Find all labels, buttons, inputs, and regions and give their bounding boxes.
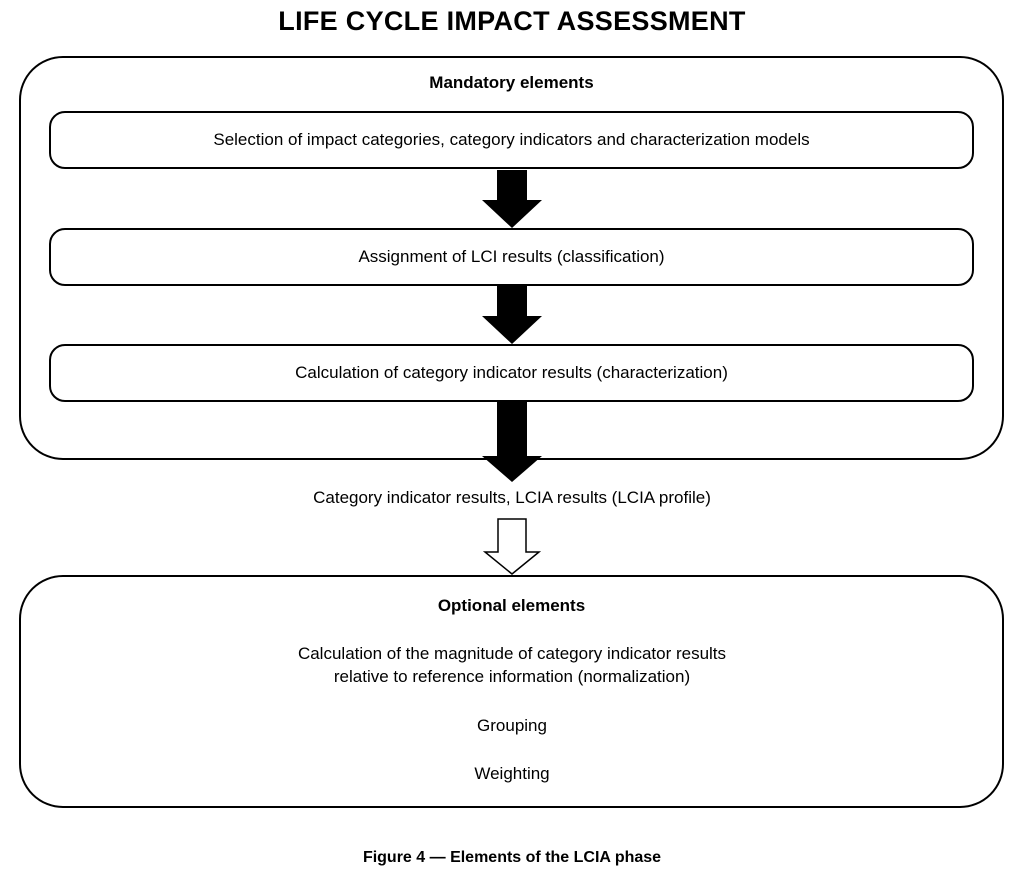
normalization-text-line1: Calculation of the magnitude of category… bbox=[297, 644, 727, 663]
normalization-text-line2: relative to reference information (norma… bbox=[333, 667, 691, 686]
optional-elements-box: Optional elements bbox=[19, 575, 1004, 808]
step-classification-label: Assignment of LCI results (classificatio… bbox=[358, 247, 665, 266]
arrow-down-icon bbox=[482, 402, 542, 482]
grouping-text: Grouping bbox=[477, 716, 547, 735]
hollow-arrow-down-icon bbox=[482, 518, 542, 575]
arrow-down-icon bbox=[482, 170, 542, 228]
weighting-text: Weighting bbox=[474, 764, 550, 783]
arrow-down-icon bbox=[482, 286, 542, 344]
lcia-profile-text: Category indicator results, LCIA results… bbox=[313, 488, 711, 507]
step-selection-label: Selection of impact categories, category… bbox=[213, 130, 810, 149]
step-characterization-label: Calculation of category indicator result… bbox=[295, 363, 728, 382]
optional-heading: Optional elements bbox=[437, 596, 586, 615]
mandatory-heading: Mandatory elements bbox=[429, 73, 594, 92]
step-characterization-box: Calculation of category indicator result… bbox=[49, 344, 974, 402]
figure-caption: Figure 4 — Elements of the LCIA phase bbox=[362, 849, 662, 866]
step-selection-box: Selection of impact categories, category… bbox=[49, 111, 974, 169]
step-classification-box: Assignment of LCI results (classificatio… bbox=[49, 228, 974, 286]
diagram-title: LIFE CYCLE IMPACT ASSESSMENT bbox=[278, 6, 746, 36]
